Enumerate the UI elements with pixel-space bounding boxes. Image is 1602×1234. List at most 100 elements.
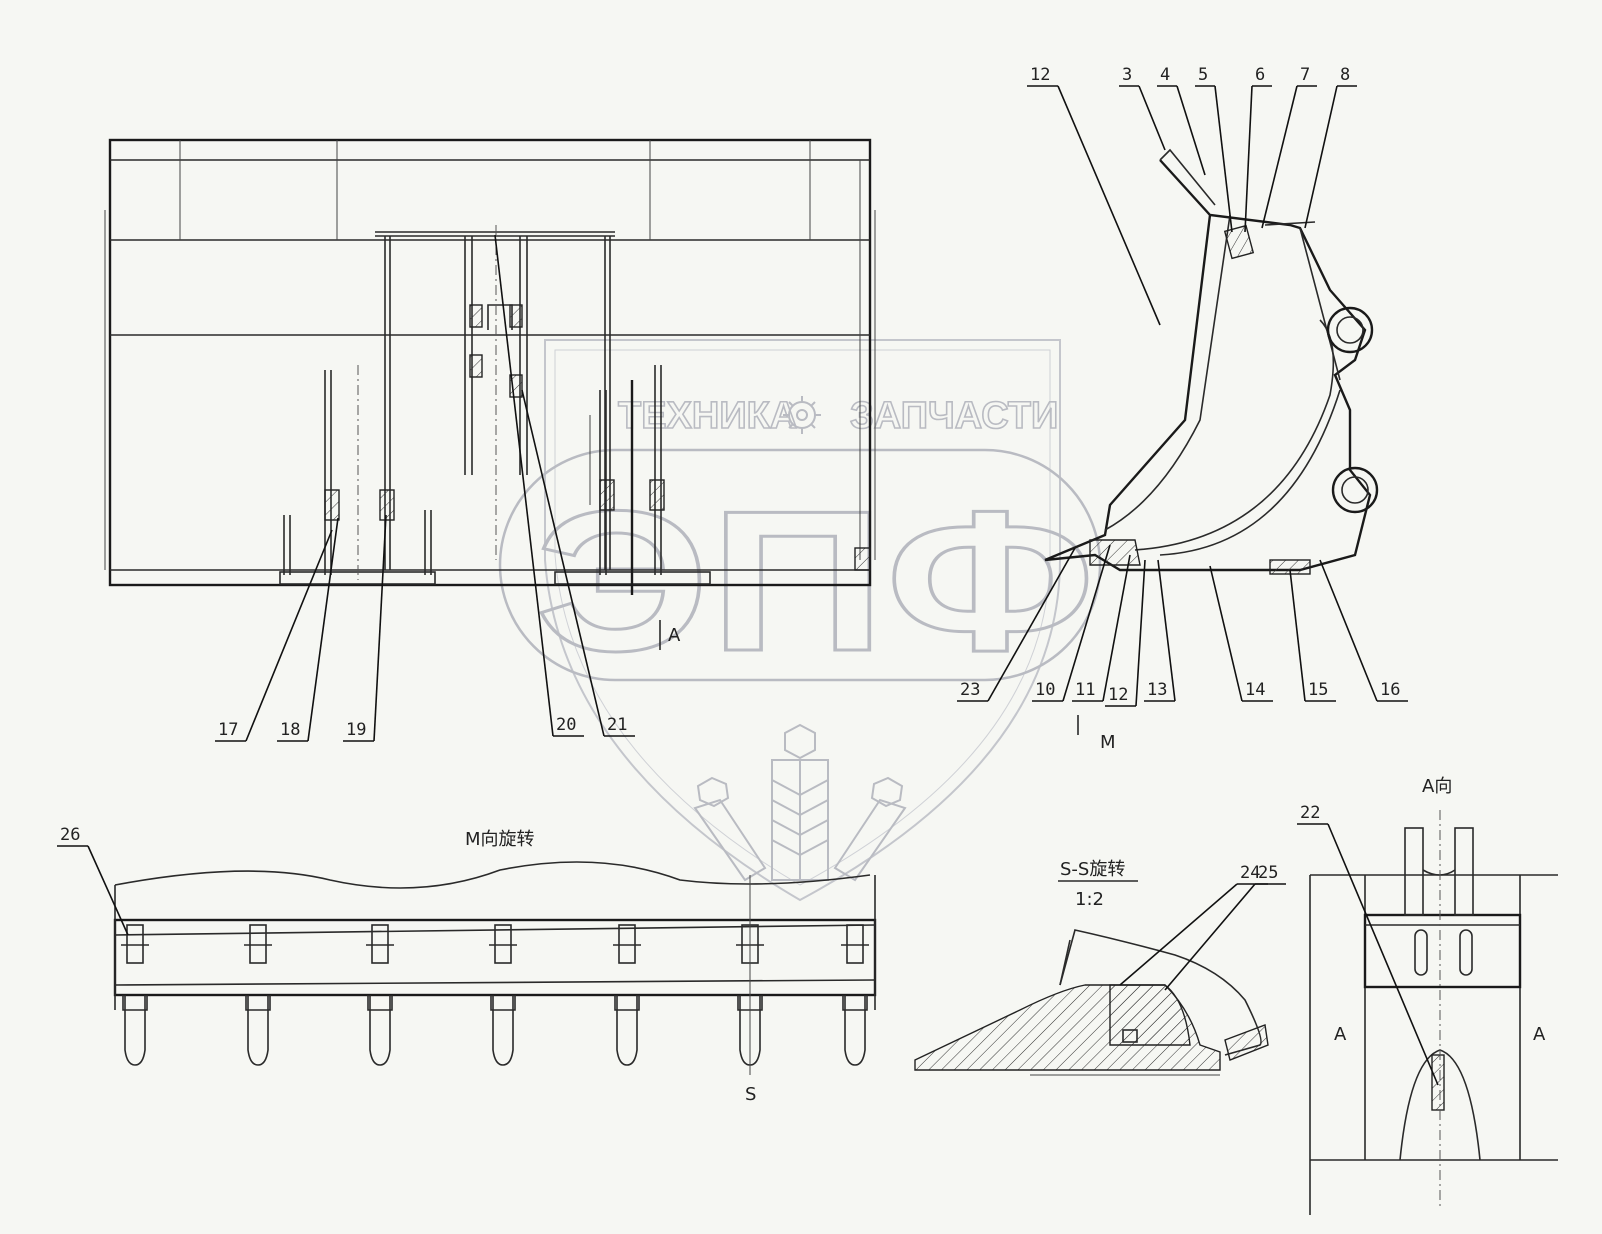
s-section-title: S-S旋转 [1060,859,1125,880]
callout-number: 20 [556,715,576,735]
watermark-text-right: ЗАПЧАСТИ [850,395,1058,437]
callout-number: 22 [1300,803,1320,823]
tooth [244,924,272,1066]
callout-leader [521,389,605,737]
callout-c8: 8 [1304,65,1357,229]
m-view-title: M向旋转 [465,829,535,850]
callout-number: 4 [1160,65,1170,85]
watermark-logo: ЭПФ [535,470,1095,693]
watermark-wheat-icon [693,723,907,882]
callout-number: 26 [60,825,80,845]
callout-leader [1289,569,1306,702]
callout-number: 16 [1380,680,1400,700]
callout-c3: 3 [1119,65,1166,151]
a-view-section-left: A [1334,1024,1347,1045]
callout-number: 5 [1198,65,1208,85]
callout-c23: 23 [957,547,1076,702]
callout-number: 15 [1308,680,1328,700]
callout-leader [1176,85,1206,176]
m-view: M向旋转 S [113,829,877,1105]
tooth [489,924,517,1066]
callout-c25: 25 [1164,863,1286,991]
callout-number: 24 [1240,863,1260,883]
tooth [613,924,641,1066]
section-mark-s: S [745,1084,756,1105]
front-view: A [104,138,876,650]
view-arrow-m: M [1100,732,1116,753]
a-view: A向 A A [1309,776,1558,1215]
callout-leader [1244,85,1253,233]
callout-c15: 15 [1289,569,1336,702]
callout-c12a: 12 [1027,65,1161,326]
callout-c4: 4 [1157,65,1206,176]
callout-c6: 6 [1244,65,1272,233]
callout-leader [1138,85,1166,151]
callout-number: 3 [1122,65,1132,85]
callout-c16: 16 [1319,559,1408,702]
callout-number: 12 [1108,685,1128,705]
callout-c10: 10 [1032,544,1111,702]
teeth-group [121,924,869,1066]
callout-leader [1327,823,1439,1086]
callout-c21: 21 [521,389,635,737]
callout-leader [1119,883,1238,986]
callout-number: 12 [1030,65,1050,85]
s-section-scale: 1:2 [1075,889,1104,910]
tooth [121,924,149,1066]
callout-number: 6 [1255,65,1265,85]
callout-leader [245,529,333,742]
callout-number: 7 [1300,65,1310,85]
callout-c18: 18 [277,517,339,742]
callout-number: 21 [607,715,627,735]
callout-leader [494,234,554,737]
callout-leader [1319,559,1378,702]
a-view-section-right: A [1533,1024,1546,1045]
tooth [366,924,394,1066]
callout-number: 11 [1075,680,1095,700]
callout-c26: 26 [57,825,129,936]
callout-leader [1164,883,1256,991]
view-arrow-a: A [668,625,681,646]
callout-number: 17 [218,720,238,740]
callout-leader [1062,544,1111,702]
callout-c13: 13 [1144,559,1176,702]
callout-c5: 5 [1195,65,1233,233]
callout-c22: 22 [1297,803,1439,1086]
callout-number: 23 [960,680,980,700]
watermark-text-left: ТЕХНИКА [618,395,797,437]
s-section-view: S-S旋转 1:2 [914,859,1269,1076]
callout-c20: 20 [494,234,584,737]
callout-leader [1102,554,1131,702]
callout-c12b: 12 [1105,559,1146,707]
callout-number: 13 [1147,680,1167,700]
gear-icon [783,396,821,434]
callout-number: 14 [1245,680,1265,700]
callout-c17: 17 [215,529,333,742]
callout-leader [373,514,387,742]
a-view-title: A向 [1422,776,1452,797]
callout-leader [1214,85,1233,233]
callout-c19: 19 [343,514,387,742]
callout-leader [1209,565,1243,702]
callout-c7: 7 [1261,65,1317,229]
callout-leader [1304,85,1338,229]
callout-c24: 24 [1119,863,1268,986]
callout-number: 18 [280,720,300,740]
callout-leader [1261,85,1298,229]
callout-leader [1135,559,1146,707]
callout-number: 10 [1035,680,1055,700]
side-view: M [1044,148,1379,753]
tooth [841,924,869,1066]
callout-leader [307,517,339,742]
callout-c14: 14 [1209,565,1273,702]
callout-leader [987,547,1076,702]
callout-number: 25 [1258,863,1278,883]
callout-leader [1057,85,1161,326]
callout-c11: 11 [1072,554,1131,702]
callout-leader [87,845,129,936]
callout-leader [1157,559,1176,702]
callout-number: 19 [346,720,366,740]
watermark: ТЕХНИКА ЗАПЧАСТИ ЭПФ [498,339,1102,902]
